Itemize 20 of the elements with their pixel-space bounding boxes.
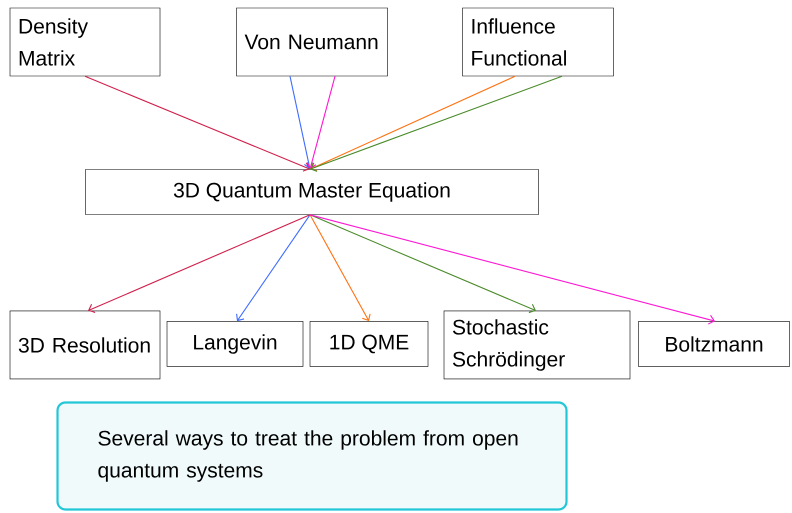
arrow (84, 76, 310, 172)
callout-box: Several ways to treat the problem from open quantum systems (56, 401, 568, 511)
method-box: Stochastic Schrödinger (444, 310, 630, 380)
arrow (310, 76, 562, 172)
method-box: Boltzmann (638, 321, 790, 367)
method-box: Langevin (166, 321, 304, 367)
arrow (310, 214, 715, 325)
arrow (88, 214, 310, 314)
arrow (236, 214, 310, 322)
arrow (310, 214, 536, 314)
concept-box: Density Matrix (10, 8, 160, 76)
arrow (289, 76, 314, 170)
method-box: 3D Resolution (10, 310, 160, 380)
method-box: 1D QME (310, 321, 428, 367)
arrow (306, 76, 336, 170)
arrow (310, 214, 371, 322)
equation-box: 3D Quantum Master Equation (85, 169, 539, 215)
arrow (310, 76, 516, 172)
concept-box: Influence Functional (462, 8, 614, 76)
concept-box: Von Neumann (236, 8, 388, 76)
